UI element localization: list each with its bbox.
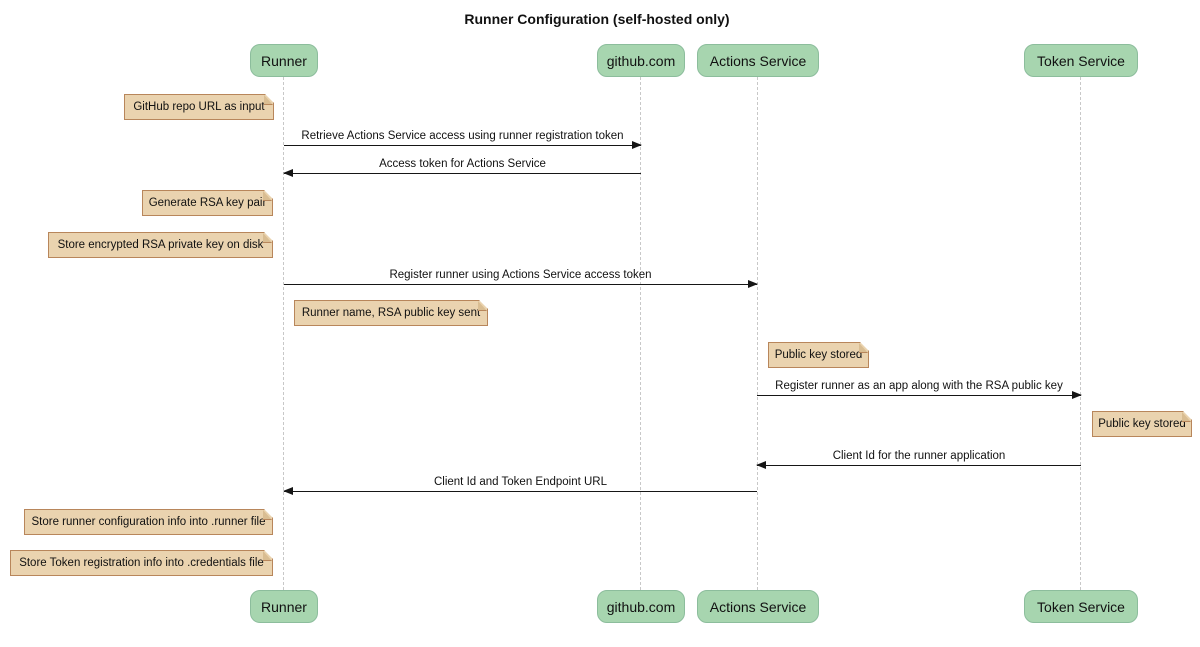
message-register-app: Register runner as an app along with the… [757, 380, 1082, 399]
note-text: GitHub repo URL as input [133, 101, 265, 113]
lifeline-runner [283, 77, 284, 590]
note-store-private-key: Store encrypted RSA private key on disk [48, 232, 273, 258]
participant-token-service-bottom: Token Service [1024, 590, 1138, 623]
message-label: Access token for Actions Service [379, 158, 546, 170]
note-text: Generate RSA key pair [148, 197, 267, 209]
lifeline-token-service [1080, 77, 1081, 590]
note-generate-rsa: Generate RSA key pair [142, 190, 273, 216]
lifeline-actions-service [757, 77, 758, 590]
message-register-runner: Register runner using Actions Service ac… [284, 269, 758, 288]
note-text: Store encrypted RSA private key on disk [57, 239, 264, 251]
participant-runner-top: Runner [250, 44, 318, 77]
message-line [283, 487, 757, 495]
message-label: Retrieve Actions Service access using ru… [301, 130, 624, 142]
note-public-key-stored-2: Public key stored [1092, 411, 1192, 437]
message-retrieve-actions-access: Retrieve Actions Service access using ru… [284, 130, 642, 149]
message-label: Client Id and Token Endpoint URL [433, 476, 608, 488]
message-client-id-app: Client Id for the runner application [756, 450, 1081, 469]
message-label: Register runner using Actions Service ac… [389, 269, 652, 281]
participant-runner-bottom: Runner [250, 590, 318, 623]
note-store-credentials-file: Store Token registration info into .cred… [10, 550, 273, 576]
arrowhead-right-icon [1072, 391, 1082, 399]
message-label: Client Id for the runner application [832, 450, 1006, 462]
message-line [284, 141, 642, 149]
arrowhead-right-icon [748, 280, 758, 288]
message-line [284, 280, 758, 288]
note-text: Public key stored [774, 349, 863, 361]
note-github-repo-url: GitHub repo URL as input [124, 94, 274, 120]
message-line [757, 391, 1082, 399]
message-label: Register runner as an app along with the… [775, 380, 1063, 392]
note-public-key-stored-1: Public key stored [768, 342, 869, 368]
message-access-token: Access token for Actions Service [283, 158, 641, 177]
message-line [756, 461, 1081, 469]
arrowhead-left-icon [283, 169, 293, 177]
arrowhead-right-icon [632, 141, 642, 149]
note-text: Store Token registration info into .cred… [19, 557, 264, 569]
message-client-id-endpoint: Client Id and Token Endpoint URL [283, 476, 757, 495]
note-store-runner-file: Store runner configuration info into .ru… [24, 509, 273, 535]
note-text: Store runner configuration info into .ru… [31, 516, 266, 528]
participant-github-bottom: github.com [597, 590, 685, 623]
participant-actions-service-top: Actions Service [697, 44, 819, 77]
note-text: Public key stored [1098, 418, 1186, 430]
diagram-title: Runner Configuration (self-hosted only) [464, 11, 730, 27]
message-line [283, 169, 641, 177]
participant-actions-service-bottom: Actions Service [697, 590, 819, 623]
note-runner-name-sent: Runner name, RSA public key sent [294, 300, 488, 326]
arrowhead-left-icon [756, 461, 766, 469]
arrowhead-left-icon [283, 487, 293, 495]
lifeline-github [640, 77, 641, 590]
note-text: Runner name, RSA public key sent [301, 307, 481, 319]
participant-token-service-top: Token Service [1024, 44, 1138, 77]
participant-github-top: github.com [597, 44, 685, 77]
